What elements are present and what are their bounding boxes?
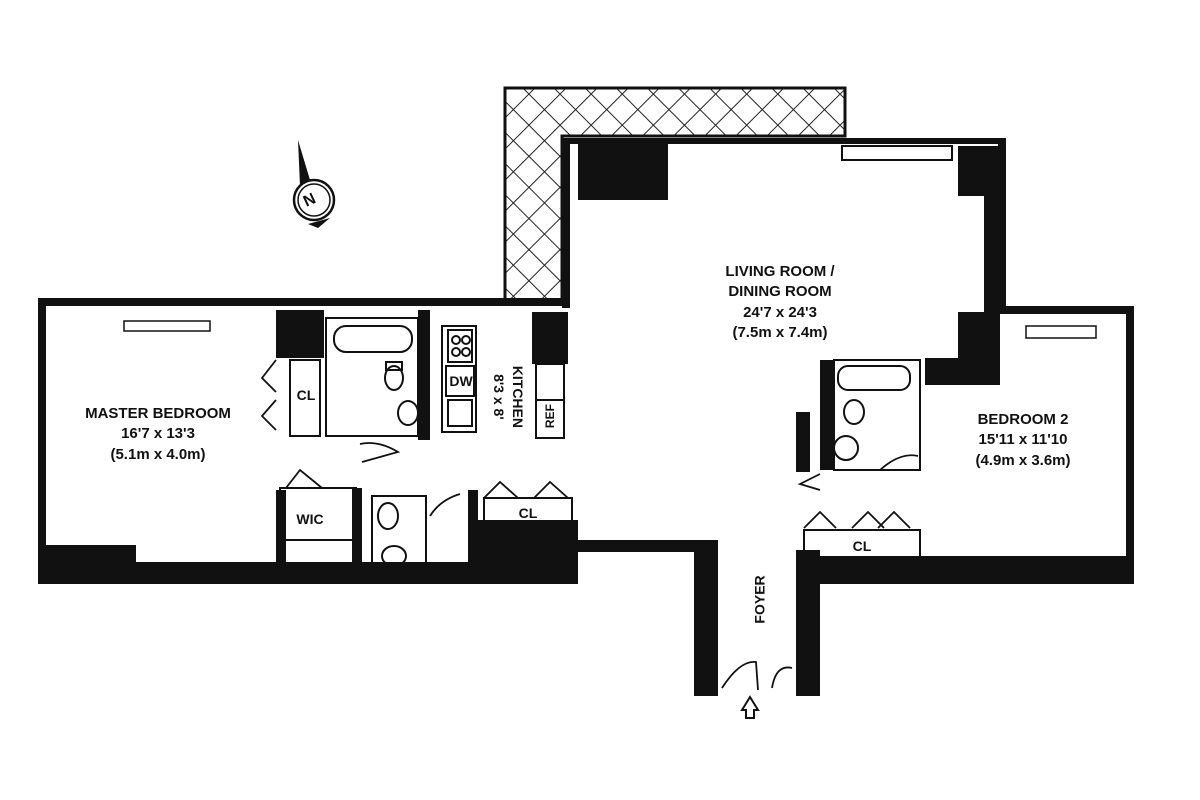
windows [123, 320, 1097, 339]
foyer-walls [694, 306, 1134, 696]
bedroom2-label: BEDROOM 2 15'11 x 11'10 (4.9m x 3.6m) [948, 410, 1098, 471]
closet-bedroom2-label: CL [852, 538, 872, 554]
west-wing-walls [38, 298, 716, 584]
refrigerator-label: REF [542, 404, 557, 429]
living-room-label: LIVING ROOM / DINING ROOM 24'7 x 24'3 (7… [705, 262, 855, 343]
dishwasher-label: DW [449, 373, 473, 389]
bedroom2-dims-metric: (4.9m x 3.6m) [975, 451, 1071, 469]
closets [279, 359, 921, 561]
living-room-dims: 24'7 x 24'3 [743, 303, 817, 321]
powder-room [371, 495, 427, 571]
closet-hall-label: CL [518, 505, 538, 521]
master-bedroom-dims: 16'7 x 13'3 [121, 425, 195, 443]
bedroom2-dims: 15'11 x 11'10 [978, 431, 1068, 449]
living-room-dims-metric: (7.5m x 7.4m) [732, 323, 828, 341]
kitchen-fixtures [441, 325, 565, 439]
living-room-name-1: LIVING ROOM / [725, 263, 835, 280]
master-bedroom-dims-metric: (5.1m x 4.0m) [110, 445, 206, 463]
compass-icon [292, 140, 336, 228]
master-bath [325, 317, 419, 437]
living-room-walls [562, 138, 1006, 385]
closet-master-label: CL [296, 387, 316, 403]
living-room-name-2: DINING ROOM [728, 283, 832, 301]
bedroom2-bath [833, 359, 921, 471]
master-bedroom-name: MASTER BEDROOM [85, 405, 231, 422]
bedroom2-name: BEDROOM 2 [977, 411, 1069, 428]
door-swings [260, 359, 919, 691]
master-bedroom-label: MASTER BEDROOM 16'7 x 13'3 (5.1m x 4.0m) [58, 404, 258, 465]
walk-in-closet-label: WIC [296, 511, 324, 527]
kitchen-label: KITCHEN 8'3 x 8' [489, 347, 527, 447]
foyer-label: FOYER [751, 575, 768, 624]
kitchen-dims: 8'3 x 8' [491, 374, 507, 420]
entry-arrow-icon [740, 695, 760, 719]
kitchen-name: KITCHEN [509, 365, 526, 428]
